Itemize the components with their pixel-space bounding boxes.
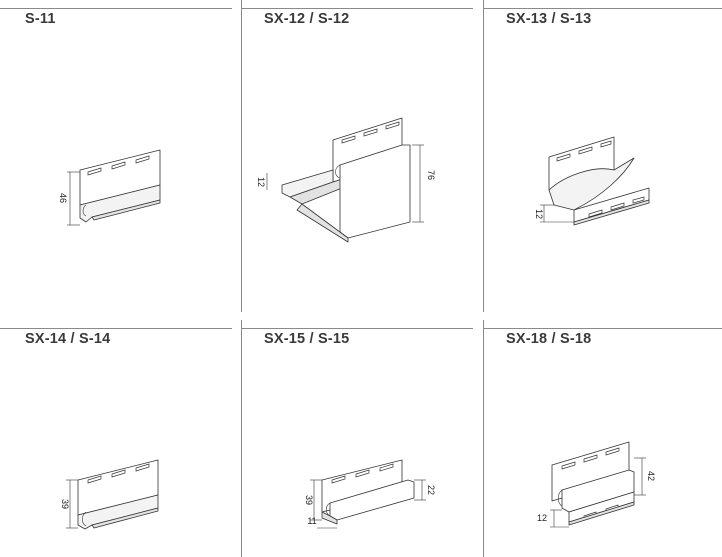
profile-s-11-drawing: 46 xyxy=(58,149,161,226)
profile-title: SX-12 / S-12 xyxy=(264,11,350,27)
dimension-label: 11 xyxy=(307,516,316,526)
dimension-label: 22 xyxy=(426,485,436,495)
profile-sx-13-drawing: 12 xyxy=(534,136,650,226)
profile-card-sx-14: SX-14 / S-14 39 xyxy=(0,320,232,557)
divider xyxy=(484,328,722,329)
profile-title: SX-18 / S-18 xyxy=(506,331,592,347)
profile-sx-12-drawing: 12 76 xyxy=(256,117,436,243)
profile-title: SX-13 / S-13 xyxy=(506,11,592,27)
divider xyxy=(242,328,473,329)
profile-card-s-11: S-11 46 xyxy=(0,0,232,312)
dimension-label: 42 xyxy=(646,471,656,481)
profile-sx-14-drawing: 39 xyxy=(60,459,159,530)
divider xyxy=(0,8,232,9)
profile-card-sx-15: SX-15 / S-15 39 22 11 xyxy=(241,320,473,557)
dimension-label: 12 xyxy=(256,177,266,187)
profile-card-sx-18: SX-18 / S-18 42 12 xyxy=(483,320,722,557)
dimension-label: 39 xyxy=(60,499,70,509)
dimension-label: 12 xyxy=(537,513,547,523)
dimension-label: 39 xyxy=(304,495,314,505)
profile-title: SX-14 / S-14 xyxy=(25,331,111,347)
profile-title: S-11 xyxy=(25,11,56,27)
divider xyxy=(484,8,722,9)
profile-card-sx-13: SX-13 / S-13 12 xyxy=(483,0,722,312)
profile-title: SX-15 / S-15 xyxy=(264,331,350,347)
profile-sx-18-drawing: 42 12 xyxy=(537,441,656,528)
dimension-label: 12 xyxy=(534,209,544,219)
profile-card-sx-12: SX-12 / S-12 12 76 xyxy=(241,0,473,312)
dimension-label: 46 xyxy=(58,193,68,203)
divider xyxy=(242,8,473,9)
profile-sx-15-drawing: 39 22 11 xyxy=(304,459,436,529)
divider xyxy=(0,328,232,329)
dimension-label: 76 xyxy=(426,170,436,180)
